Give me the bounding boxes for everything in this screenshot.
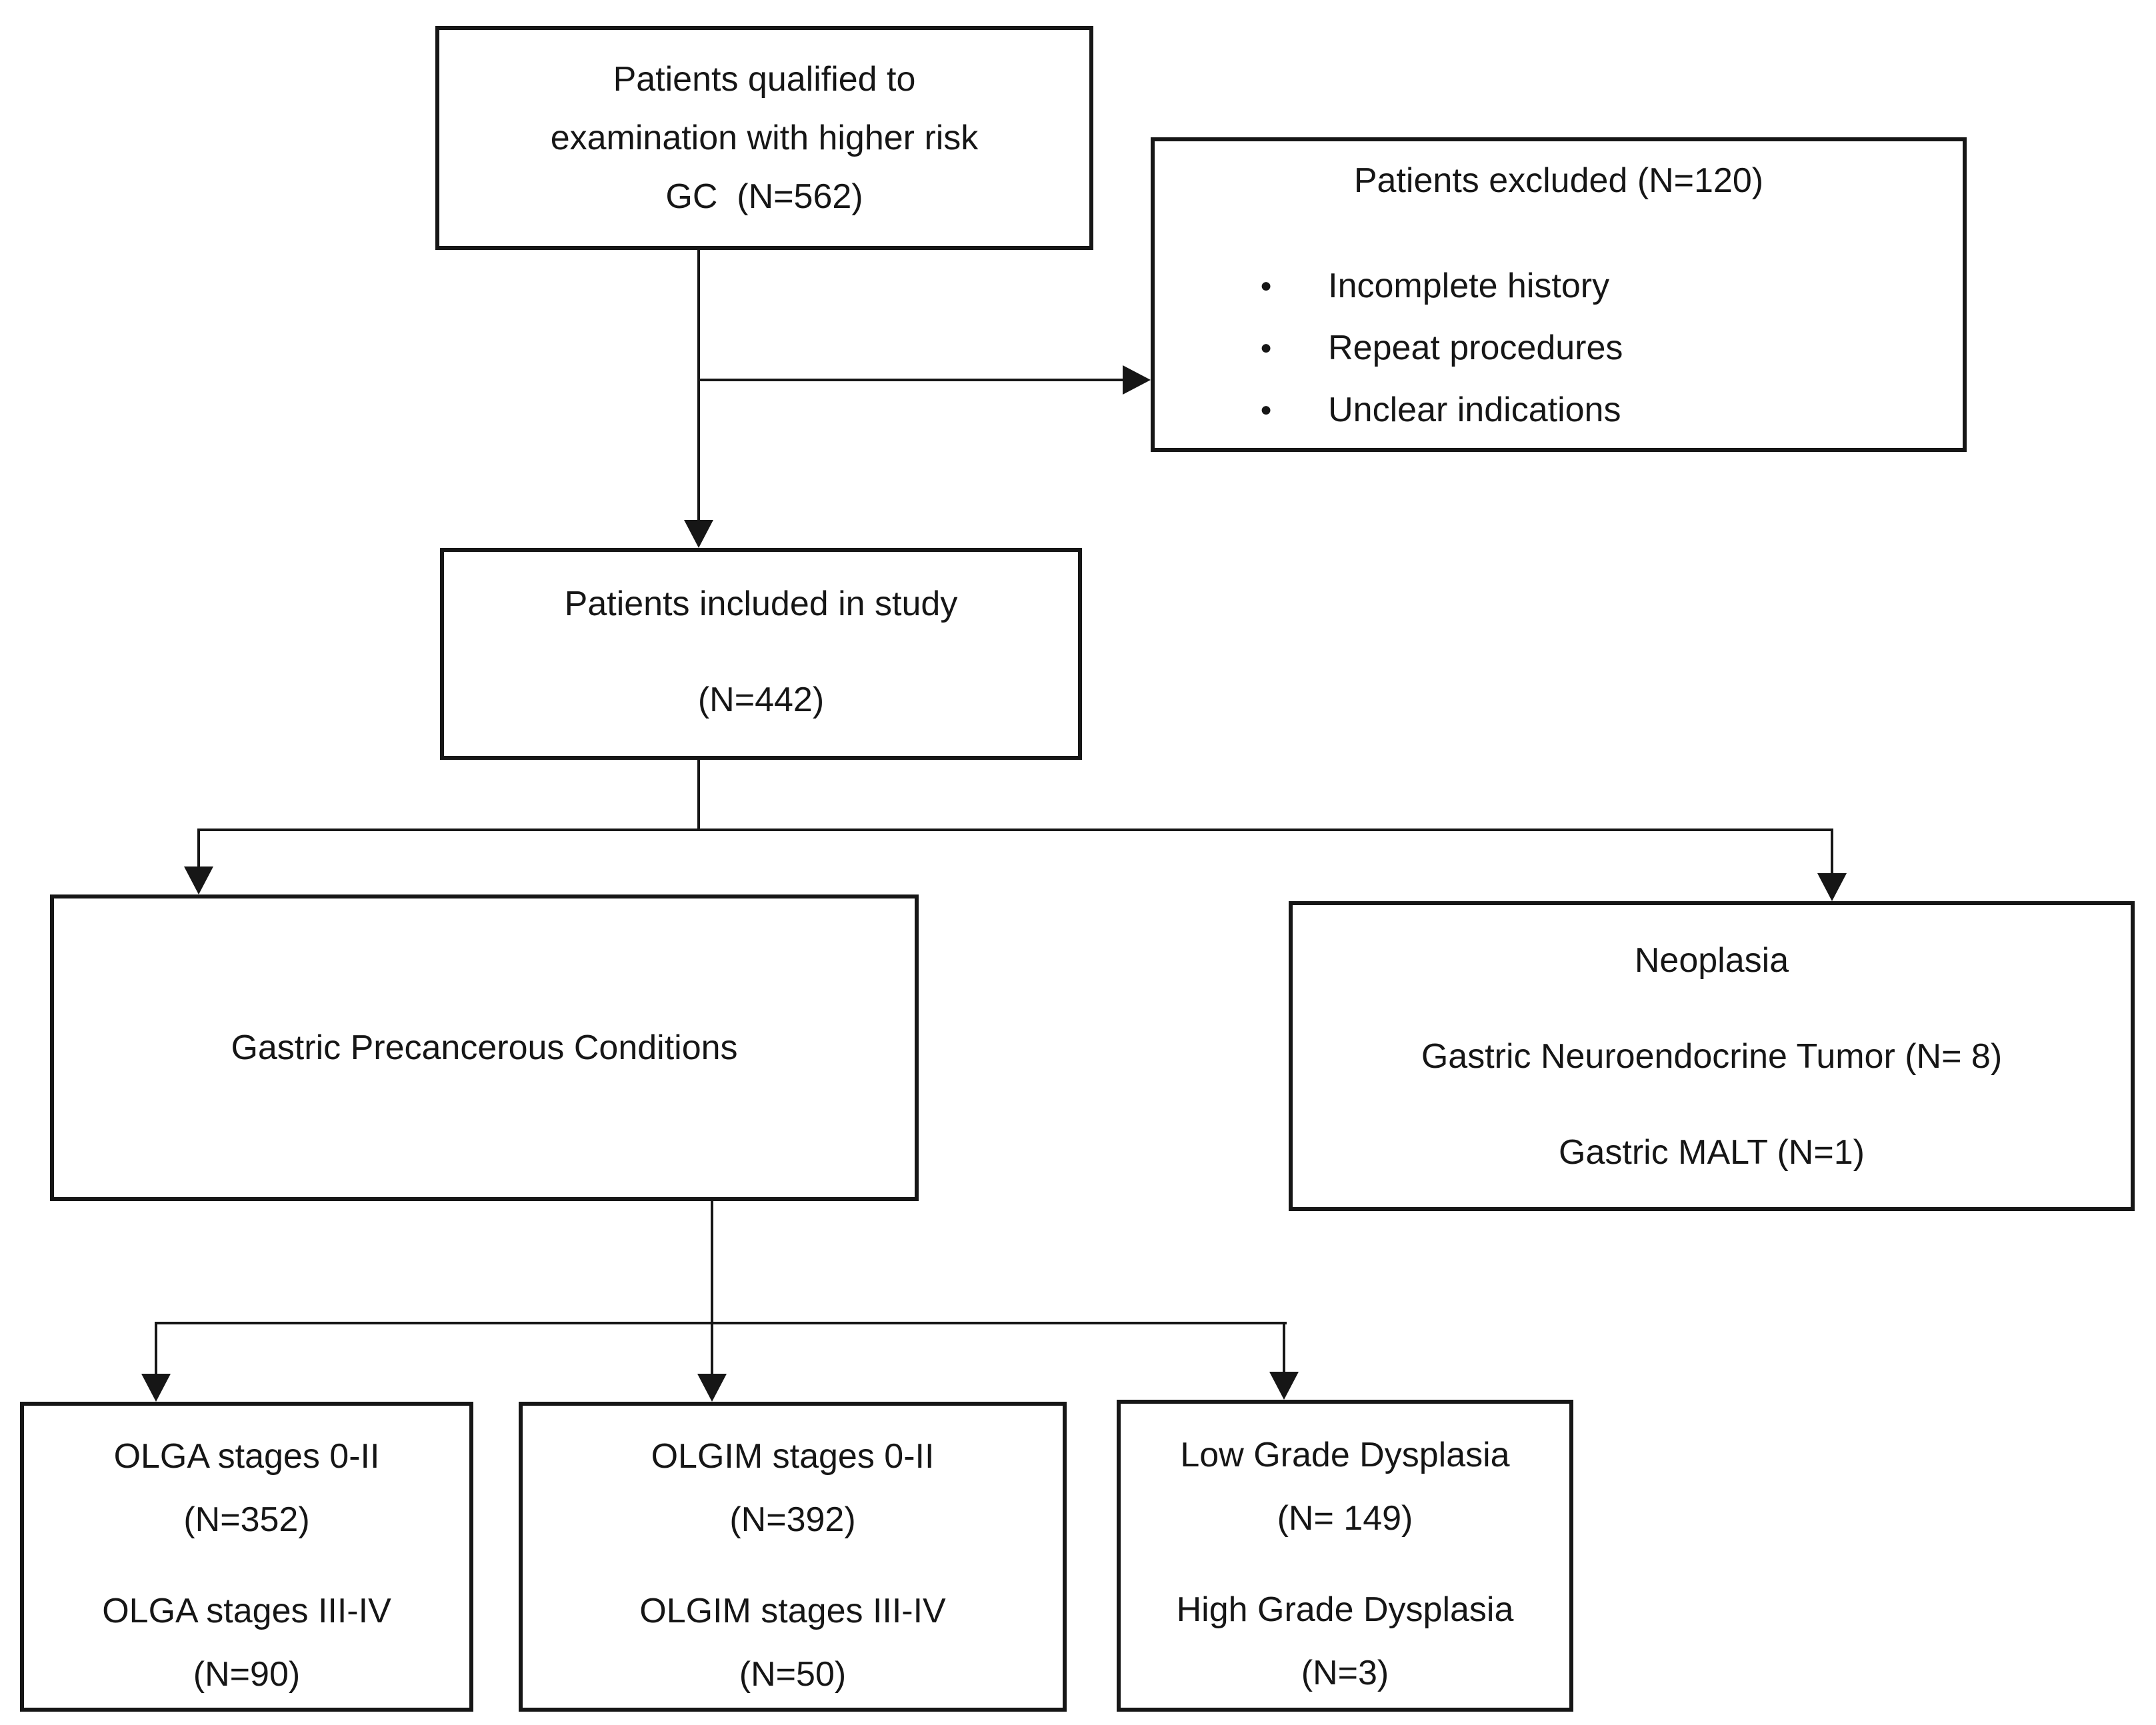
connector-included-to-split [697,760,700,830]
olgim-line-3: OLGIM stages III-IV [639,1591,946,1630]
box-patients-excluded: Patients excluded (N=120) ● Incomplete h… [1151,137,1967,452]
qualified-line-1: Patients qualified to [613,60,916,99]
bullet-icon: ● [1260,398,1273,421]
excluded-bullet-3: Unclear indications [1328,390,1621,429]
qualified-line-3: GC (N=562) [665,177,863,216]
arrow-down-icon [141,1374,171,1402]
arrow-down-icon [697,1374,727,1402]
connector-split-to-olga [155,1322,157,1374]
arrow-down-icon [1269,1372,1299,1400]
arrow-right-icon [1123,365,1151,395]
qualified-line-2: examination with higher risk [550,119,979,157]
neoplasia-line-3: Gastric MALT (N=1) [1559,1132,1865,1172]
connector-split-to-precancerous [197,829,200,870]
box-patients-qualified: Patients qualified to examination with h… [435,26,1093,250]
connector-split-to-dysplasia [1283,1322,1285,1372]
neoplasia-line-2: Gastric Neuroendocrine Tumor (N= 8) [1421,1036,2003,1076]
arrow-down-icon [1817,873,1847,901]
list-item: ● Unclear indications [1260,379,1963,441]
olga-line-4: (N=90) [193,1654,301,1694]
precancerous-title: Gastric Precancerous Conditions [231,1028,738,1067]
olgim-line-2: (N=392) [729,1500,856,1539]
olga-line-1: OLGA stages 0-II [113,1436,380,1476]
olga-line-2: (N=352) [183,1500,310,1539]
list-item: ● Incomplete history [1260,255,1963,317]
included-line-2: (N=442) [697,681,825,719]
olgim-line-1: OLGIM stages 0-II [651,1436,935,1476]
box-patients-included: Patients included in study (N=442) [440,548,1082,760]
included-line-1: Patients included in study [564,585,958,623]
box-dysplasia: Low Grade Dysplasia (N= 149) High Grade … [1117,1400,1573,1712]
connector-branch-to-excluded [697,379,1125,381]
dysplasia-line-3: High Grade Dysplasia [1176,1590,1514,1629]
arrow-down-icon [684,520,713,548]
dysplasia-line-1: Low Grade Dysplasia [1180,1436,1510,1474]
connector-split-to-neoplasia [1831,829,1833,875]
excluded-title: Patients excluded (N=120) [1353,161,1764,200]
connector-precancerous-to-split [711,1201,713,1324]
olgim-line-4: (N=50) [739,1654,847,1694]
box-olga-stages: OLGA stages 0-II (N=352) OLGA stages III… [20,1402,473,1712]
bullet-icon: ● [1260,336,1273,359]
split-bar-lower [156,1322,1287,1324]
box-neoplasia: Neoplasia Gastric Neuroendocrine Tumor (… [1289,901,2135,1211]
bullet-icon: ● [1260,274,1273,297]
dysplasia-line-4: (N=3) [1301,1654,1389,1692]
arrow-down-icon [184,866,213,894]
excluded-bullet-2: Repeat procedures [1328,328,1623,367]
connector-qualified-to-included [697,250,700,523]
excluded-bullet-list: ● Incomplete history ● Repeat procedures… [1155,255,1963,441]
connector-split-to-olgim [711,1324,713,1374]
box-gastric-precancerous-conditions: Gastric Precancerous Conditions [50,894,919,1201]
neoplasia-line-1: Neoplasia [1634,940,1789,980]
box-olgim-stages: OLGIM stages 0-II (N=392) OLGIM stages I… [519,1402,1067,1712]
dysplasia-line-2: (N= 149) [1277,1499,1413,1538]
excluded-bullet-1: Incomplete history [1328,266,1610,305]
split-bar-upper [199,829,1833,831]
list-item: ● Repeat procedures [1260,317,1963,379]
olga-line-3: OLGA stages III-IV [102,1591,391,1630]
